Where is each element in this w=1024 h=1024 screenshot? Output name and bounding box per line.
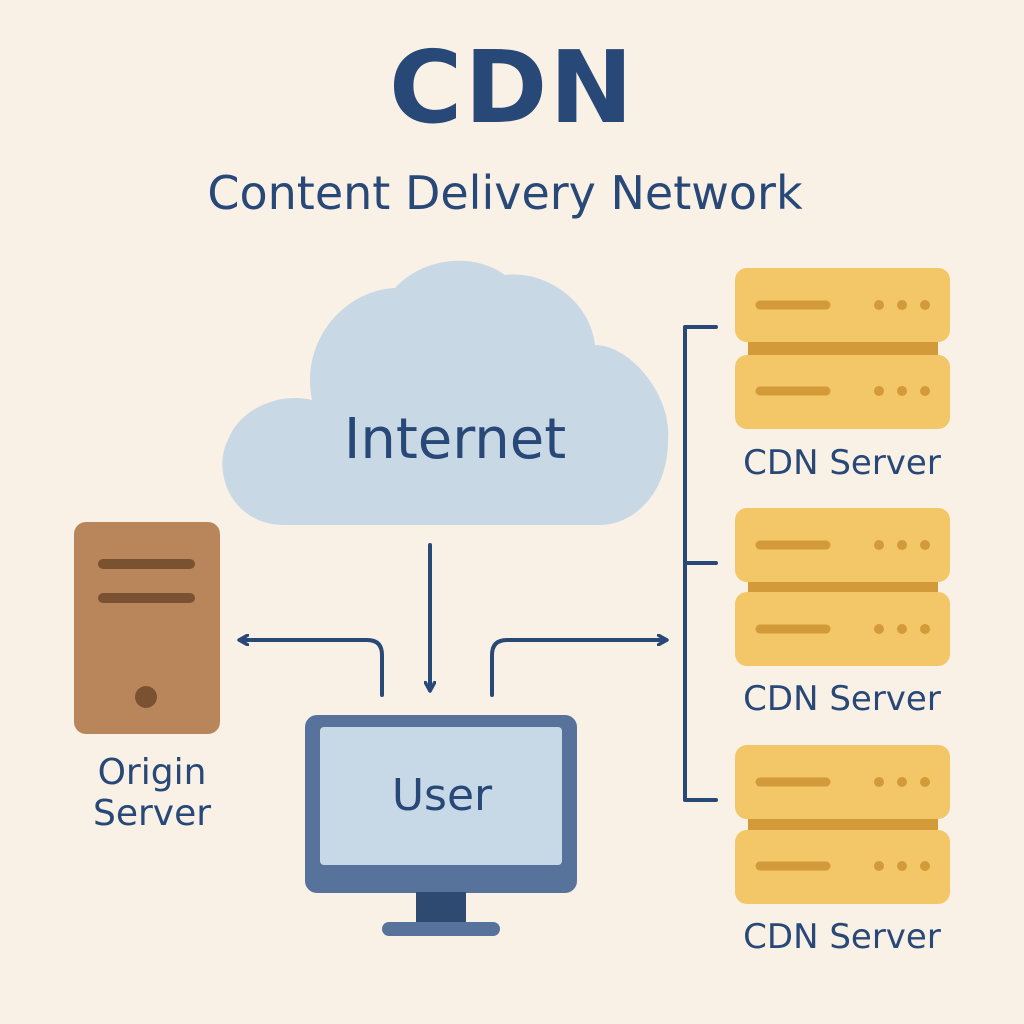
user-label: User bbox=[391, 770, 493, 821]
cdn-bracket bbox=[683, 325, 718, 802]
server-rack-icon bbox=[735, 508, 950, 666]
cdn-server-label: CDN Server bbox=[743, 443, 941, 483]
diagram-title: CDN bbox=[388, 29, 636, 146]
cdn-server-label: CDN Server bbox=[743, 679, 941, 719]
diagram-subtitle: Content Delivery Network bbox=[207, 166, 803, 220]
server-rack-icon bbox=[735, 745, 950, 904]
user-to-origin-arrow bbox=[240, 640, 384, 697]
server-tower-icon bbox=[74, 522, 220, 734]
internet-label: Internet bbox=[343, 407, 567, 472]
cloud-icon bbox=[222, 260, 669, 525]
monitor-icon bbox=[305, 715, 577, 936]
origin-server-label: Origin Server bbox=[92, 752, 212, 835]
server-rack-icon bbox=[735, 268, 950, 429]
user-to-cdn-arrow bbox=[490, 640, 666, 697]
cdn-server-label: CDN Server bbox=[743, 917, 941, 957]
